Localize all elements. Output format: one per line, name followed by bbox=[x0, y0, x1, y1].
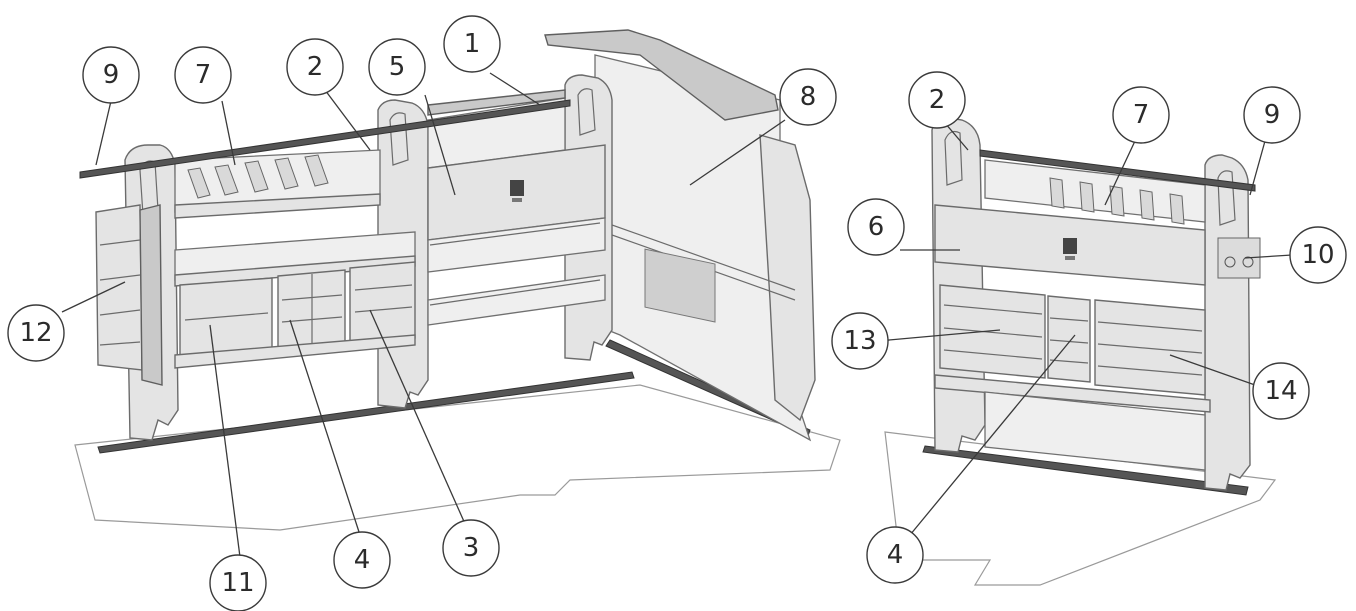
callout-6-right: 6 bbox=[847, 198, 905, 256]
callout-7-right: 7 bbox=[1112, 86, 1170, 144]
left-shelving-assembly bbox=[74, 29, 841, 531]
callout-3-left: 3 bbox=[442, 519, 500, 577]
drawer-unit-14 bbox=[1094, 299, 1206, 396]
right-bottom-shelf bbox=[934, 374, 1211, 413]
callout-1-left-label: 1 bbox=[464, 29, 481, 59]
callout-1-left: 1 bbox=[443, 15, 501, 73]
callout-13-right-label: 13 bbox=[843, 326, 876, 356]
callout-9-right-label: 9 bbox=[1264, 100, 1281, 130]
left-floor-outline bbox=[74, 384, 841, 531]
callout-2-left-label: 2 bbox=[307, 52, 324, 82]
right-back-panel bbox=[984, 391, 1206, 471]
callout-2-right: 2 bbox=[908, 71, 966, 129]
callout-5-left: 5 bbox=[368, 38, 426, 96]
callout-7-left-label: 7 bbox=[195, 60, 212, 90]
callout-10-right: 10 bbox=[1289, 226, 1347, 284]
right-bin-dividers bbox=[1049, 177, 1185, 225]
bulkhead-partition bbox=[544, 29, 816, 442]
callout-7-right-label: 7 bbox=[1133, 100, 1150, 130]
callout-4-right: 4 bbox=[866, 526, 924, 584]
callout-14-right: 14 bbox=[1252, 362, 1310, 420]
top-rail bbox=[79, 99, 571, 179]
bulkhead-top-bar bbox=[544, 29, 779, 121]
right-floor-rail bbox=[922, 445, 1249, 496]
right-top-rail bbox=[979, 149, 1256, 192]
callout-5-left-label: 5 bbox=[389, 52, 406, 82]
right-shelving-assembly bbox=[884, 117, 1277, 586]
lower-shelf-right bbox=[427, 274, 606, 326]
drawer-unit-3 bbox=[349, 261, 416, 345]
callout-4-left: 4 bbox=[333, 531, 391, 589]
vent-grille bbox=[644, 248, 716, 323]
callout-4-right-label: 4 bbox=[887, 540, 904, 570]
callout-9-left-label: 9 bbox=[103, 60, 120, 90]
callout-6-right-label: 6 bbox=[868, 212, 885, 242]
left-floor-rail bbox=[97, 371, 635, 454]
right-right-upright bbox=[1204, 154, 1251, 491]
callout-12-left: 12 bbox=[7, 304, 65, 362]
callout-3-left-label: 3 bbox=[463, 533, 480, 563]
callout-8-left: 8 bbox=[779, 68, 837, 126]
callout-2-left: 2 bbox=[286, 38, 344, 96]
callout-8-left-label: 8 bbox=[800, 82, 817, 112]
callout-10-right-label: 10 bbox=[1301, 240, 1334, 270]
callout-12-left-label: 12 bbox=[19, 318, 52, 348]
callouts-right: 2 7 9 6 10 13 14 4 bbox=[831, 71, 1347, 584]
middle-shelf-right bbox=[427, 217, 606, 273]
leader-lines bbox=[61, 72, 1293, 558]
small-bin-cabinet-right-4 bbox=[1047, 295, 1091, 383]
bottom-shelf-left bbox=[174, 334, 416, 369]
callout-2-right-label: 2 bbox=[929, 85, 946, 115]
callout-4-left-label: 4 bbox=[354, 545, 371, 575]
callout-13-right: 13 bbox=[831, 312, 889, 370]
callout-11-left-label: 11 bbox=[221, 568, 254, 598]
callout-14-right-label: 14 bbox=[1264, 376, 1297, 406]
bin-dividers bbox=[187, 154, 329, 199]
callout-11-left: 11 bbox=[209, 554, 267, 611]
callout-7-left: 7 bbox=[174, 46, 232, 104]
callout-9-left: 9 bbox=[82, 46, 140, 104]
callout-9-right: 9 bbox=[1243, 86, 1301, 144]
callouts-left: 9 7 2 5 1 8 12 11 bbox=[7, 15, 837, 611]
drawer-unit-13 bbox=[939, 284, 1046, 379]
